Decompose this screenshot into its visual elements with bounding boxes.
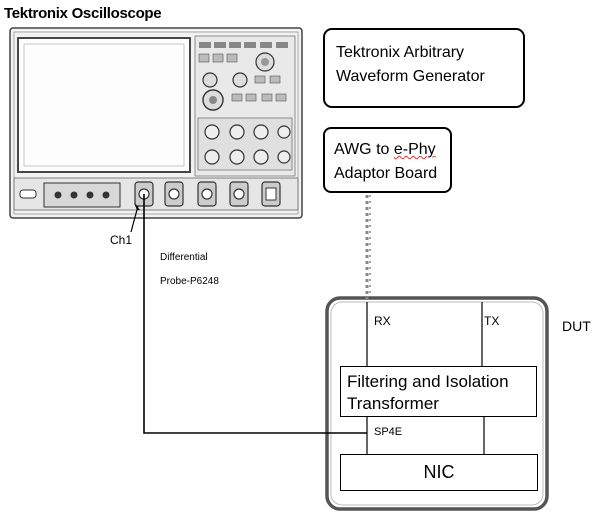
adaptor-label-line2: Adaptor Board <box>334 165 438 182</box>
scope-power-button <box>19 189 37 199</box>
ch1-label: Ch1 <box>110 233 133 247</box>
scope-control-panel <box>194 35 296 177</box>
nic-box: NIC <box>340 454 538 491</box>
rx-label: RX <box>374 314 391 328</box>
filter-label-line1: Filtering and Isolation <box>347 372 509 391</box>
awg-label-line2: Waveform Generator <box>336 68 485 85</box>
scope-screen <box>17 37 191 173</box>
dut-label: DUT <box>562 318 591 334</box>
filter-transformer-box: Filtering and Isolation Transformer <box>340 366 537 417</box>
awg-label-line1: Tektronix Arbitrary <box>336 44 465 61</box>
tx-label: TX <box>484 314 500 328</box>
awg-box: Tektronix Arbitrary Waveform Generator <box>323 28 525 108</box>
oscilloscope <box>9 27 303 219</box>
adaptor-board-box: AWG to e-Phy Adaptor Board <box>323 127 452 193</box>
probe-label-line2: Probe-P6248 <box>160 276 219 287</box>
adaptor-rx-cable <box>365 195 371 302</box>
dut-enclosure <box>325 296 549 511</box>
filter-label-line2: Transformer <box>347 394 439 413</box>
sp4e-label: SP4E <box>374 426 403 438</box>
adaptor-label-line1: AWG to e-Phy <box>334 141 436 158</box>
oscilloscope-title: Tektronix Oscilloscope <box>4 5 162 22</box>
probe-cable <box>143 194 367 434</box>
probe-label-line1: Differential <box>160 252 208 263</box>
ch1-pointer <box>130 205 139 233</box>
